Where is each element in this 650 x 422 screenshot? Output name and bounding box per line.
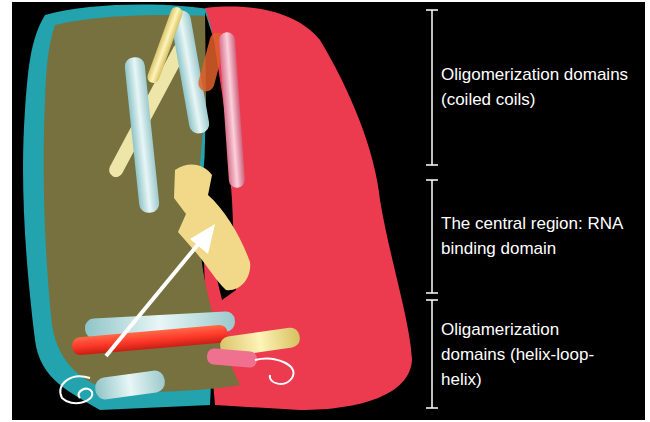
bracket xyxy=(426,180,438,293)
red-subunit xyxy=(204,7,412,410)
bracket xyxy=(426,300,438,408)
helix-red xyxy=(72,324,229,356)
helix-yellow xyxy=(146,5,185,84)
domain-label: Oligomerization domains (coiled coils) xyxy=(441,62,646,112)
helix-cyan xyxy=(94,369,166,401)
white-arrow xyxy=(106,242,200,356)
helix-pink xyxy=(219,32,246,189)
bracket xyxy=(426,10,438,165)
loop-white xyxy=(255,359,294,384)
helix-pink xyxy=(206,348,257,368)
domain-label: The central region: RNA binding domain xyxy=(441,211,646,261)
domain-label: Oligamerization domains (helix-loop-heli… xyxy=(441,317,609,392)
black-ground xyxy=(12,2,645,420)
white-arrow-head xyxy=(190,224,215,254)
loop-white xyxy=(60,376,92,403)
